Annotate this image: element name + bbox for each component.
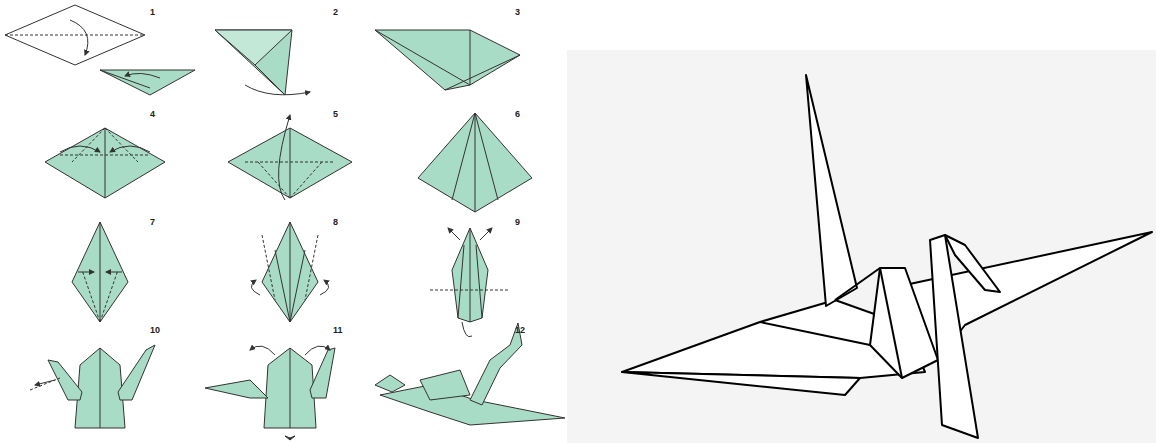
- step-number: 2: [333, 8, 338, 17]
- step-number: 7: [150, 218, 155, 227]
- step-number: 1: [150, 8, 155, 17]
- step-number: 6: [515, 110, 520, 119]
- step-number: 4: [150, 110, 155, 119]
- step-number: 12: [515, 326, 525, 335]
- step-number: 5: [333, 110, 338, 119]
- step-number: 11: [333, 326, 343, 335]
- step-number: 10: [150, 326, 160, 335]
- step-number: 9: [515, 218, 520, 227]
- folding-steps: [5, 5, 565, 440]
- step-number: 3: [515, 8, 520, 17]
- crane-panel: [567, 50, 1156, 443]
- step-number: 8: [333, 218, 338, 227]
